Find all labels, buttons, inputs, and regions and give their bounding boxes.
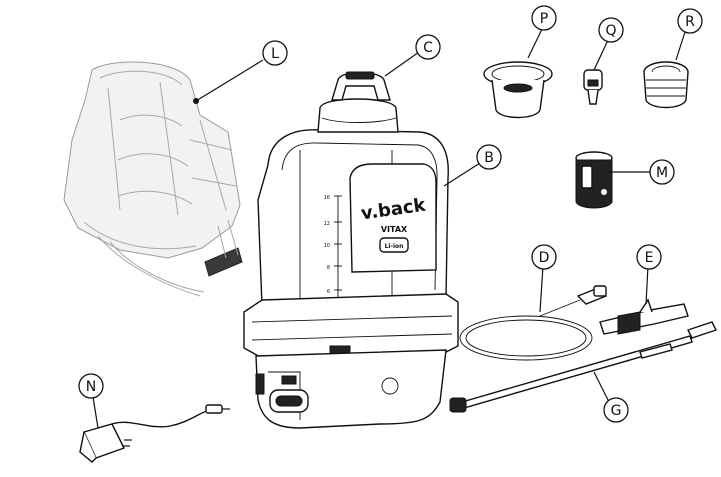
- callout-G: G: [603, 397, 629, 423]
- callout-E: E: [636, 244, 662, 270]
- spray-lance: [449, 321, 717, 413]
- tank-badge-label: Li-ion: [385, 243, 404, 250]
- callout-C-label: C: [423, 40, 433, 56]
- strainer-cup: [483, 61, 553, 119]
- callout-D-label: D: [539, 250, 550, 266]
- leader-lines: [92, 24, 686, 429]
- callout-G-label: G: [611, 403, 622, 419]
- threaded-ring: [643, 61, 689, 109]
- tank-subbrand-label: VITAX: [381, 225, 408, 234]
- callout-M-label: M: [656, 165, 668, 181]
- tank-body: v.back VITAX Li-ion 16 12 10 8 6 4: [243, 71, 459, 429]
- callout-N-label: N: [86, 379, 96, 395]
- scale-mark-1: 16: [324, 195, 330, 201]
- battery-pack: [575, 151, 613, 209]
- valve-part: [583, 69, 603, 105]
- callout-P: P: [531, 5, 557, 31]
- scale-mark-2: 12: [324, 221, 330, 227]
- harness-straps: [63, 61, 243, 297]
- callout-L-label: L: [271, 46, 279, 62]
- callout-L: L: [262, 40, 288, 66]
- callout-R-label: R: [685, 14, 695, 30]
- callout-P-label: P: [540, 11, 548, 27]
- scale-mark-4: 8: [327, 265, 330, 271]
- hose: [459, 285, 608, 361]
- callout-M: M: [649, 159, 675, 185]
- callout-B: B: [476, 144, 502, 170]
- scale-mark-5: 6: [327, 289, 330, 295]
- scale-mark-3: 10: [324, 243, 330, 249]
- callout-R: R: [677, 8, 703, 34]
- callout-Q-label: Q: [605, 23, 616, 39]
- spray-handle: [599, 298, 689, 335]
- charger: [79, 404, 230, 463]
- callout-D: D: [531, 244, 557, 270]
- callout-B-label: B: [484, 150, 494, 166]
- callout-C: C: [415, 34, 441, 60]
- callout-Q: Q: [598, 17, 624, 43]
- callout-N: N: [78, 373, 104, 399]
- callout-E-label: E: [645, 250, 654, 266]
